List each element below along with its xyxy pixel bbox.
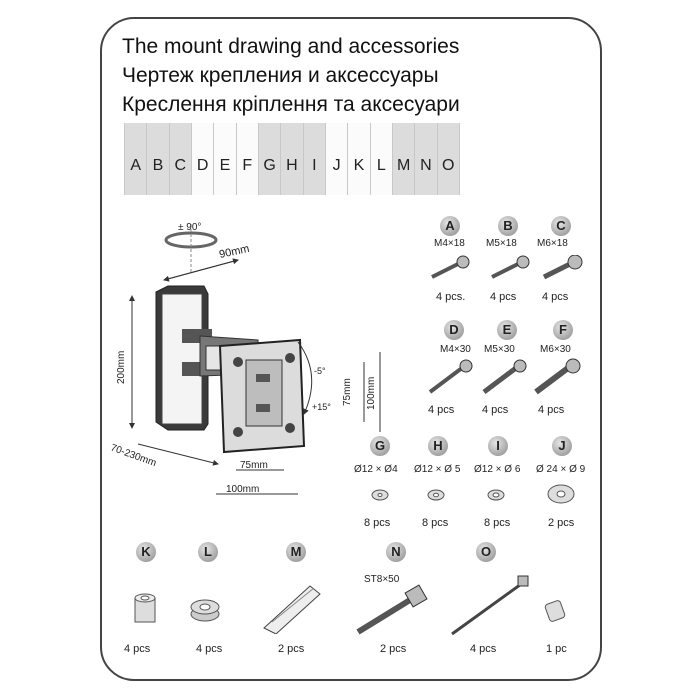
title-ukrainian: Креслення кріплення та аксесуари	[122, 93, 460, 116]
strip-letter: F	[236, 123, 259, 195]
height-label: 200mm	[116, 351, 127, 384]
strip-letter: D	[191, 123, 215, 195]
strip-letter: J	[325, 123, 349, 195]
part-badge-m: M	[286, 542, 306, 562]
part-badge-e: E	[497, 320, 517, 340]
sleeve-icon	[544, 600, 566, 622]
part-badge-d: D	[444, 320, 464, 340]
part-badge-l: L	[198, 542, 218, 562]
screw-b-icon	[491, 255, 530, 279]
title-russian: Чертеж крепления и аксессуары	[122, 64, 439, 87]
part-badge-h: H	[428, 436, 448, 456]
tilt-down-label: -5°	[314, 366, 326, 376]
part-qty-b: 4 pcs	[490, 291, 517, 303]
strip-letter: C	[169, 123, 192, 195]
part-badge-b: B	[498, 216, 518, 236]
part-spec-f: M6×30	[540, 344, 571, 355]
cable-tie-o-icon	[451, 575, 529, 636]
lag-bolt-n-icon	[356, 584, 428, 635]
vesa-v-small-label: 75mm	[342, 378, 353, 406]
part-qty-c: 4 pcs	[542, 291, 569, 303]
part-badge-o: O	[476, 542, 496, 562]
part-spec-g: Ø12 × Ø4	[354, 464, 398, 475]
part-qty-e: 4 pcs	[482, 404, 509, 416]
part-badge-f: F	[553, 320, 573, 340]
part-qty-m: 2 pcs	[278, 643, 305, 655]
part-badge-g: G	[370, 436, 390, 456]
letter-strip: A B C D E F G H I J K L M N O	[124, 123, 460, 195]
screw-c-icon	[542, 255, 583, 280]
part-qty-j: 2 pcs	[548, 517, 575, 529]
spacer-k-icon	[134, 593, 156, 623]
extension-label: 70-230mm	[109, 442, 158, 469]
tilt-up-label: +15°	[312, 402, 331, 412]
screw-a-icon	[431, 255, 470, 279]
part-badge-a: A	[440, 216, 460, 236]
mount-drawing: ± 90° 90mm 200mm 70-230mm -5° +15° 75mm …	[109, 222, 381, 495]
part-spec-c: M6×18	[537, 238, 568, 249]
page-frame	[100, 17, 602, 681]
strip-letter: E	[214, 123, 237, 195]
part-qty-h: 8 pcs	[422, 517, 449, 529]
vesa-h-large-label: 100mm	[226, 484, 259, 495]
strip-letter: I	[303, 123, 326, 195]
strip-letter: O	[437, 123, 460, 195]
rotation-label: ± 90°	[178, 222, 201, 233]
part-spec-e: M5×30	[484, 344, 515, 355]
part-spec-h: Ø12 × Ø 5	[414, 464, 461, 475]
washer-j-icon	[547, 484, 575, 504]
title-english: The mount drawing and accessories	[122, 35, 460, 58]
part-spec-b: M5×18	[486, 238, 517, 249]
strip-letter: N	[415, 123, 438, 195]
part-qty-n: 2 pcs	[380, 643, 407, 655]
strip-letter: L	[370, 123, 393, 195]
strip-letter: G	[258, 123, 282, 195]
strip-letter: K	[348, 123, 371, 195]
screw-d-icon	[428, 359, 473, 394]
part-spec-a: M4×18	[434, 238, 465, 249]
part-qty-a: 4 pcs.	[436, 291, 466, 303]
part-qty-o: 4 pcs	[470, 643, 497, 655]
strip-letter: H	[281, 123, 304, 195]
screw-e-icon	[482, 359, 527, 394]
part-badge-i: I	[488, 436, 508, 456]
part-badge-k: K	[136, 542, 156, 562]
part-badge-n: N	[386, 542, 406, 562]
part-badge-c: C	[551, 216, 571, 236]
screw-f-icon	[534, 358, 581, 395]
part-spec-d: M4×30	[440, 344, 471, 355]
vesa-plate	[218, 338, 306, 454]
part-qty-f: 4 pcs	[538, 404, 565, 416]
strip-letter: B	[147, 123, 170, 195]
part-spec-i: Ø12 × Ø 6	[474, 464, 521, 475]
vesa-v-large-label: 100mm	[366, 377, 377, 410]
washer-h-icon	[427, 489, 445, 501]
washer-i-icon	[487, 489, 505, 501]
part-qty-k: 4 pcs	[124, 643, 151, 655]
part-qty-last: 1 pc	[546, 643, 567, 655]
part-qty-i: 8 pcs	[484, 517, 511, 529]
washer-g-icon	[371, 489, 389, 501]
part-badge-j: J	[552, 436, 572, 456]
part-qty-g: 8 pcs	[364, 517, 391, 529]
part-spec-n: ST8×50	[364, 574, 400, 585]
spacer-l-icon	[190, 599, 220, 622]
strip-letter: A	[124, 123, 148, 195]
part-qty-l: 4 pcs	[196, 643, 223, 655]
strip-letter: M	[392, 123, 416, 195]
depth-label: 90mm	[218, 243, 250, 261]
wall-anchor-m-icon	[263, 585, 321, 634]
part-spec-j: Ø 24 × Ø 9	[536, 464, 586, 475]
vesa-h-small-label: 75mm	[240, 460, 268, 471]
part-qty-d: 4 pcs	[428, 404, 455, 416]
rotation-arrow-icon	[164, 224, 218, 274]
